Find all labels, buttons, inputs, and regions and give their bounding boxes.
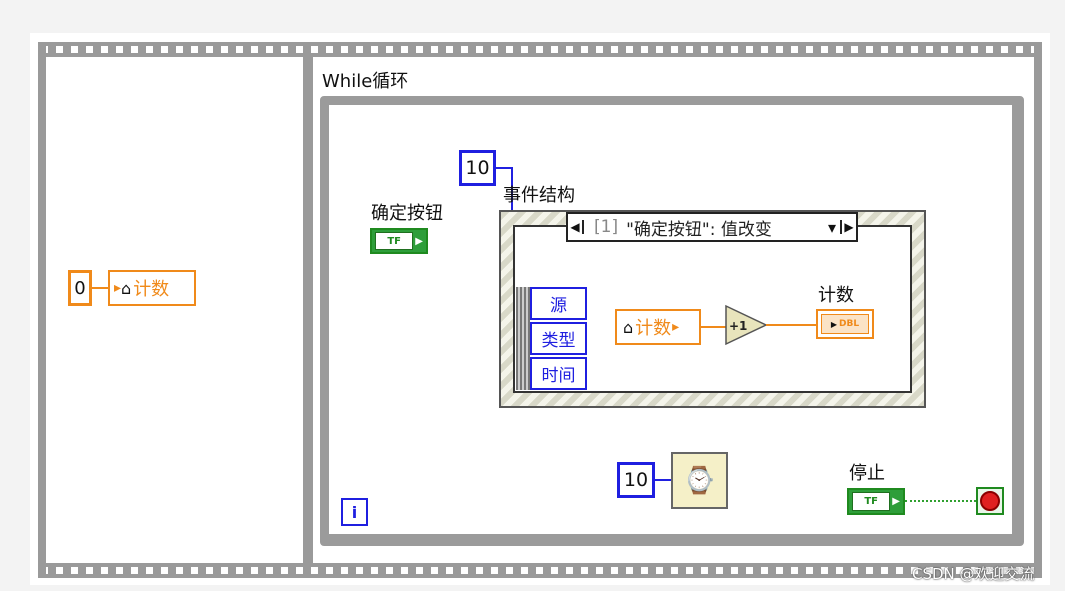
- count-indicator-label: 计数: [818, 285, 854, 306]
- while-loop-title: While循环: [322, 71, 409, 92]
- event-data-time[interactable]: 时间: [530, 357, 587, 390]
- dropdown-icon[interactable]: ▾: [827, 217, 836, 237]
- loop-condition-terminal[interactable]: [976, 487, 1004, 515]
- wait-function[interactable]: ⌚: [671, 452, 728, 509]
- sequence-left-edge: [38, 42, 46, 578]
- count-wire-2: [766, 324, 818, 326]
- sequence-frame-divider: [303, 57, 313, 563]
- event-data-time-text: 时间: [541, 366, 576, 386]
- wait-ms-value: 10: [623, 469, 649, 491]
- count-wire-1: [701, 326, 727, 328]
- house-icon: ⌂: [121, 278, 132, 298]
- event-case-selector[interactable]: ◀ [1] "确定按钮": 值改变 ▾ ▶: [566, 212, 858, 242]
- arrow-icon: ▶: [830, 319, 838, 329]
- event-data-source[interactable]: 源: [530, 287, 587, 320]
- house-icon: ⌂: [623, 317, 634, 337]
- initial-value-text: 0: [74, 277, 86, 299]
- stop-sign-icon: [980, 491, 1000, 511]
- count-local-variable-read[interactable]: ⌂ 计数 ▸: [615, 309, 701, 345]
- increment-node[interactable]: +1: [724, 304, 768, 346]
- timeout-wire-h: [496, 167, 512, 169]
- count-local-variable-left[interactable]: ▸ ⌂ 计数: [108, 270, 196, 306]
- event-data-type[interactable]: 类型: [530, 322, 587, 355]
- sequence-bottom-filmstrip: [38, 563, 1042, 578]
- event-data-source-text: 源: [550, 296, 567, 316]
- iteration-terminal: i: [341, 498, 368, 526]
- increment-label: +1: [729, 319, 747, 333]
- timeout-constant[interactable]: 10: [459, 150, 496, 186]
- initial-value-constant[interactable]: 0: [68, 270, 92, 306]
- arrow-icon: ▶: [415, 235, 423, 247]
- sequence-right-edge: [1034, 42, 1042, 578]
- sequence-top-filmstrip: [38, 42, 1042, 57]
- count-indicator-terminal[interactable]: ▶ DBL: [816, 309, 874, 339]
- dbl-terminal-inner: ▶ DBL: [821, 314, 869, 334]
- stop-label: 停止: [849, 463, 885, 484]
- local-var-label: 计数: [133, 279, 170, 300]
- arrow-icon: ▸: [114, 280, 122, 296]
- event-structure-title: 事件结构: [503, 185, 575, 206]
- wait-wire: [655, 479, 671, 481]
- selector-right-arrow[interactable]: ▶: [840, 220, 856, 234]
- event-data-type-text: 类型: [541, 331, 576, 351]
- watermark: CSDN @欢迎交流: [912, 565, 1035, 583]
- timeout-wire-v: [511, 167, 513, 211]
- ok-button-label: 确定按钮: [371, 203, 443, 224]
- selector-left-arrow[interactable]: ◀: [568, 220, 584, 234]
- local-var-read-label: 计数: [635, 318, 672, 339]
- arrow-icon: ▸: [672, 319, 680, 335]
- init-wire: [92, 287, 108, 289]
- arrow-icon: ▶: [892, 496, 900, 507]
- case-index: [1]: [594, 217, 619, 237]
- stop-button-terminal[interactable]: TF ▶: [847, 488, 905, 515]
- dbl-type-text: DBL: [839, 319, 860, 329]
- event-data-node-bar: [516, 287, 530, 390]
- stop-tf-text: TF: [852, 492, 891, 511]
- ok-button-terminal[interactable]: TF ▶: [370, 228, 428, 254]
- stop-wire: [905, 500, 976, 502]
- wait-ms-constant[interactable]: 10: [617, 462, 655, 498]
- ok-button-tf-text: TF: [375, 232, 414, 250]
- timeout-value: 10: [465, 157, 490, 179]
- iteration-terminal-text: i: [351, 502, 358, 522]
- watch-icon: ⌚: [683, 465, 716, 496]
- case-label: "确定按钮": 值改变: [626, 219, 772, 240]
